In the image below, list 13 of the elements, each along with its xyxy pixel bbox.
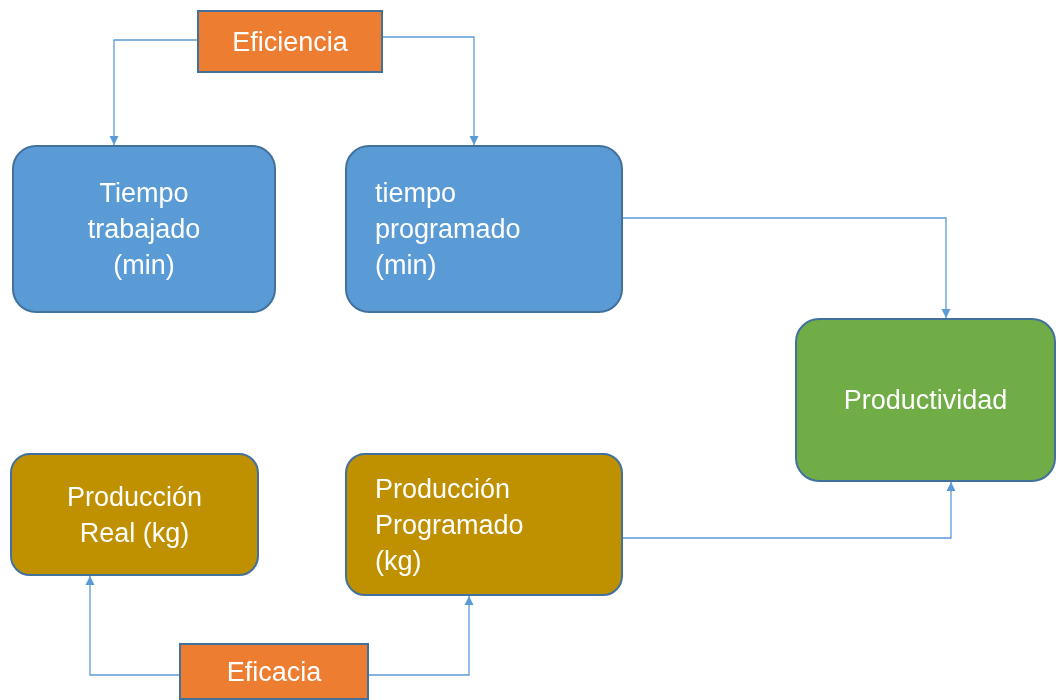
factor-box: Eficacia: [179, 643, 369, 700]
arrow: [109, 39, 198, 146]
result-box: Productividad: [795, 318, 1056, 482]
time-box: Tiempo trabajado (min): [12, 145, 276, 313]
arrow: [382, 36, 479, 146]
arrow: [368, 595, 474, 676]
arrow: [622, 217, 951, 319]
production-box: Producción Programado (kg): [345, 453, 623, 596]
time-box: tiempo programado (min): [345, 145, 623, 313]
arrow: [622, 481, 956, 539]
production-box: Producción Real (kg): [10, 453, 259, 576]
arrow: [85, 575, 180, 676]
factor-box: Eficiencia: [197, 10, 383, 73]
